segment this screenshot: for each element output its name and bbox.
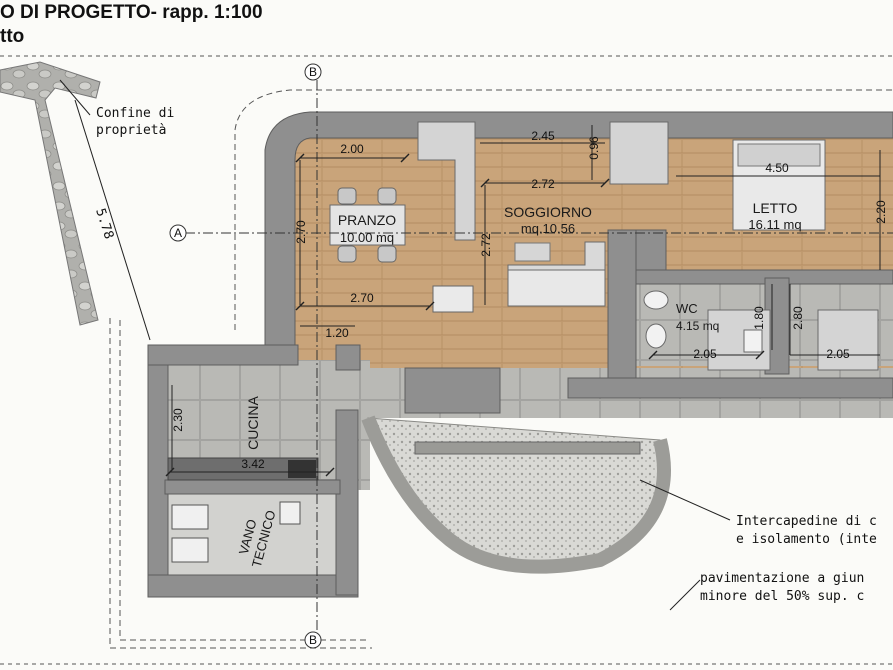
dim-2-72-horizontal: 2.72 bbox=[531, 177, 555, 191]
section-a-label: A bbox=[174, 226, 182, 240]
room-letto-name: LETTO bbox=[753, 200, 798, 216]
walls bbox=[147, 111, 893, 598]
technical-equipment bbox=[171, 501, 301, 563]
dim-2-70-horizontal: 2.70 bbox=[350, 291, 374, 305]
room-wc-name: WC bbox=[676, 301, 698, 316]
stove bbox=[288, 460, 316, 478]
room-cucina-name: CUCINA bbox=[245, 396, 261, 450]
property-leader bbox=[59, 79, 91, 116]
section-lines bbox=[185, 80, 893, 640]
kitchen-counter bbox=[167, 457, 319, 481]
dim-2-05-a: 2.05 bbox=[693, 347, 717, 361]
section-b-bottom-label: B bbox=[309, 633, 317, 647]
room-letto-area: 16.11 mq bbox=[748, 217, 801, 232]
dimension-lines bbox=[170, 125, 881, 473]
section-markers bbox=[169, 63, 322, 649]
cavity-leader bbox=[639, 479, 731, 521]
paving-note-1: pavimentazione a giun bbox=[700, 571, 864, 586]
sofa bbox=[507, 241, 606, 307]
dim-1-80: 1.80 bbox=[752, 306, 766, 330]
dimension-ticks bbox=[165, 153, 765, 477]
dim-2-05-b: 2.05 bbox=[826, 347, 850, 361]
dining-table bbox=[329, 187, 406, 263]
room-pranzo-name: PRANZO bbox=[338, 212, 396, 228]
dim-2-70-vertical: 2.70 bbox=[294, 220, 308, 244]
section-b-top-label: B bbox=[309, 65, 317, 79]
property-outline bbox=[0, 55, 893, 665]
cavity-note-2: e isolamento (inte bbox=[736, 532, 877, 547]
wc-fixtures bbox=[643, 290, 763, 353]
slope-dimension-line bbox=[74, 99, 151, 341]
drawing-title: O DI PROGETTO- rapp. 1:100 bbox=[0, 2, 263, 23]
room-pranzo-area: 10.00 mq bbox=[340, 230, 394, 245]
dim-1-20: 1.20 bbox=[325, 326, 349, 340]
dim-3-42: 3.42 bbox=[241, 457, 265, 471]
stone-wall bbox=[0, 61, 101, 326]
paving-note-2: minore del 50% sup. c bbox=[700, 589, 864, 604]
drawing-subtitle: tto bbox=[0, 26, 25, 47]
cavity-note-1: Intercapedine di c bbox=[736, 514, 877, 529]
dim-2-00: 2.00 bbox=[340, 142, 364, 156]
slope-dim-label: 5.78 bbox=[92, 207, 116, 241]
dim-0-96: 0.96 bbox=[587, 136, 601, 160]
bed bbox=[732, 139, 826, 231]
dim-4-50: 4.50 bbox=[765, 161, 789, 175]
property-line-label: Confine di bbox=[96, 106, 174, 121]
drain-grate bbox=[414, 441, 641, 455]
room-soggiorno-name: SOGGIORNO bbox=[504, 204, 592, 220]
room-wc-area: 4.15 mq bbox=[676, 319, 719, 333]
paving-leader bbox=[669, 579, 701, 611]
fireplace bbox=[432, 285, 474, 313]
dim-2-72-vertical: 2.72 bbox=[479, 233, 493, 257]
dim-2-45: 2.45 bbox=[531, 129, 555, 143]
property-line-label-2: proprietà bbox=[96, 123, 166, 138]
dim-2-30: 2.30 bbox=[171, 408, 185, 432]
dim-2-80: 2.80 bbox=[791, 306, 805, 330]
room-soggiorno-area: mq.10.56 bbox=[521, 221, 575, 236]
dim-2-20: 2.20 bbox=[874, 200, 888, 224]
courtyard-stone-border bbox=[361, 415, 671, 574]
